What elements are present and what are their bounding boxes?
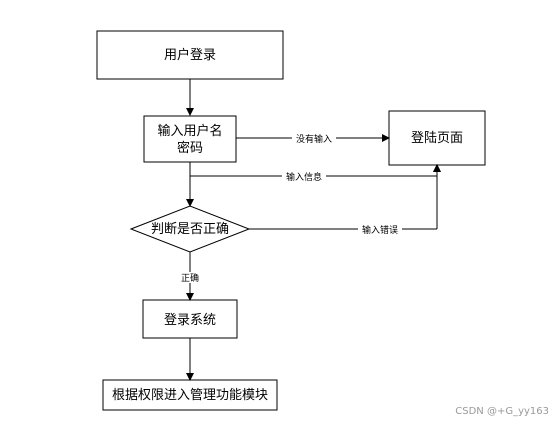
system-node: [142, 299, 238, 339]
no-input-label-bg: [292, 133, 336, 144]
input-node: [143, 115, 237, 163]
modules-node: [102, 379, 278, 411]
input-info-label-bg: [282, 171, 326, 182]
csdn-watermark: CSDN @+G_yy163: [455, 406, 549, 417]
login-page-node: [388, 110, 486, 166]
correct-label-bg: [176, 272, 204, 283]
decision-node-label: 判断是否正确: [151, 222, 229, 237]
input-node-label-line2: 密码: [177, 140, 203, 156]
edge-label-no-input: 没有输入: [296, 133, 332, 145]
decision-node: [129, 205, 251, 253]
input-node-label-line1: 输入用户名: [157, 123, 222, 139]
login-page-node-label: 登陆页面: [411, 130, 463, 146]
login-node-label: 用户登录: [164, 47, 216, 63]
login-node: [96, 30, 284, 80]
input-error-label-bg: [358, 224, 402, 235]
system-node-label: 登录系统: [164, 313, 216, 328]
modules-node-label: 根据权限进入管理功能模块: [112, 387, 268, 403]
edge-label-correct: 正确: [181, 272, 199, 284]
edge-label-input-error: 输入错误: [362, 224, 398, 236]
edge-label-input-info: 输入信息: [286, 171, 322, 183]
